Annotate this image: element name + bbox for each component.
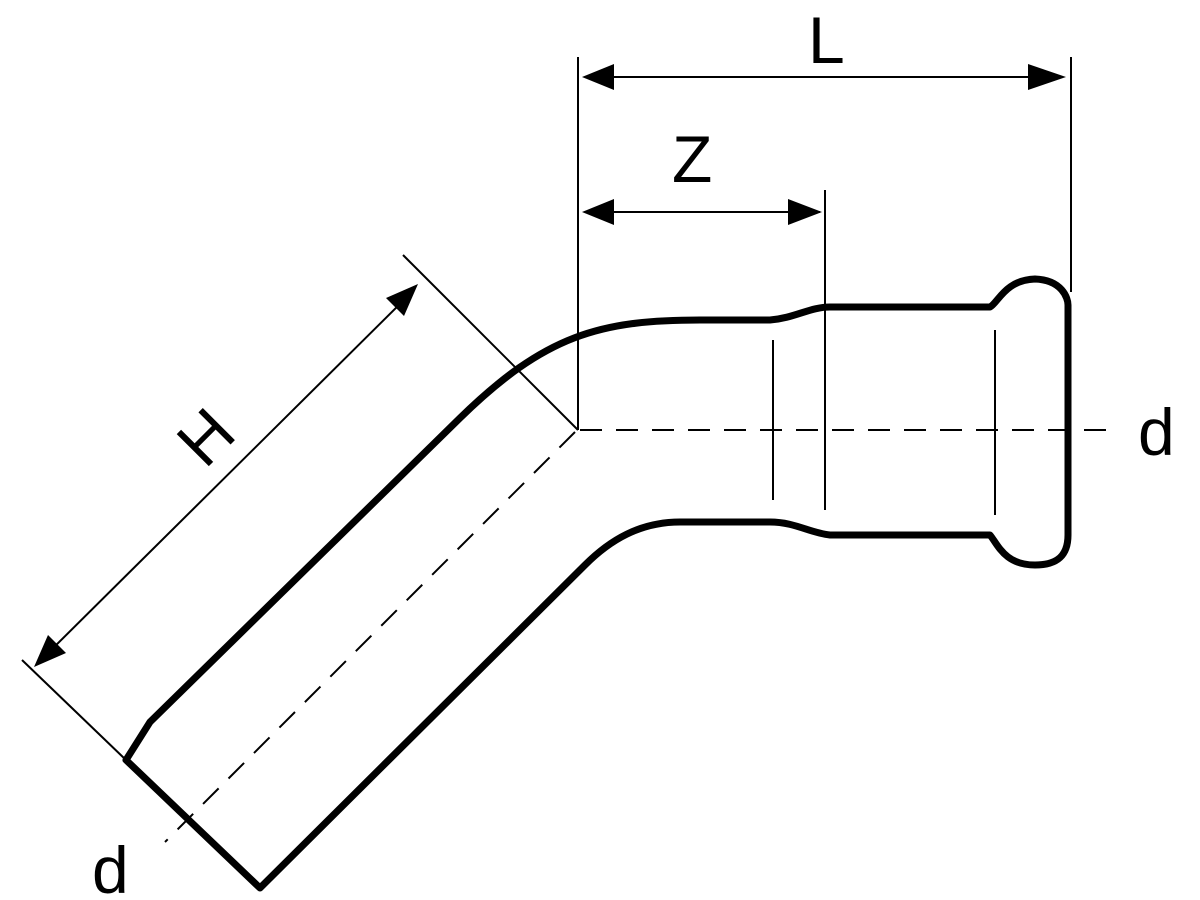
centerline-diagonal [164,431,576,843]
arrowhead-z-right [788,199,822,225]
extension-line-h-bottom [21,659,127,761]
arrowhead-l-right [1028,64,1066,90]
arrowhead-h-top [386,284,418,316]
label-d-right: d [1138,395,1175,469]
arrowhead-h-bottom [34,635,66,667]
label-z: Z [672,122,712,196]
label-l: L [808,3,845,77]
fitting-upper-wall [122,275,1072,892]
extension-line-h-top [402,254,579,431]
label-d-bottom: d [92,833,129,900]
arrowhead-l-left [582,64,614,90]
arrowhead-z-left [582,199,614,225]
dimension-line-h [37,289,415,664]
